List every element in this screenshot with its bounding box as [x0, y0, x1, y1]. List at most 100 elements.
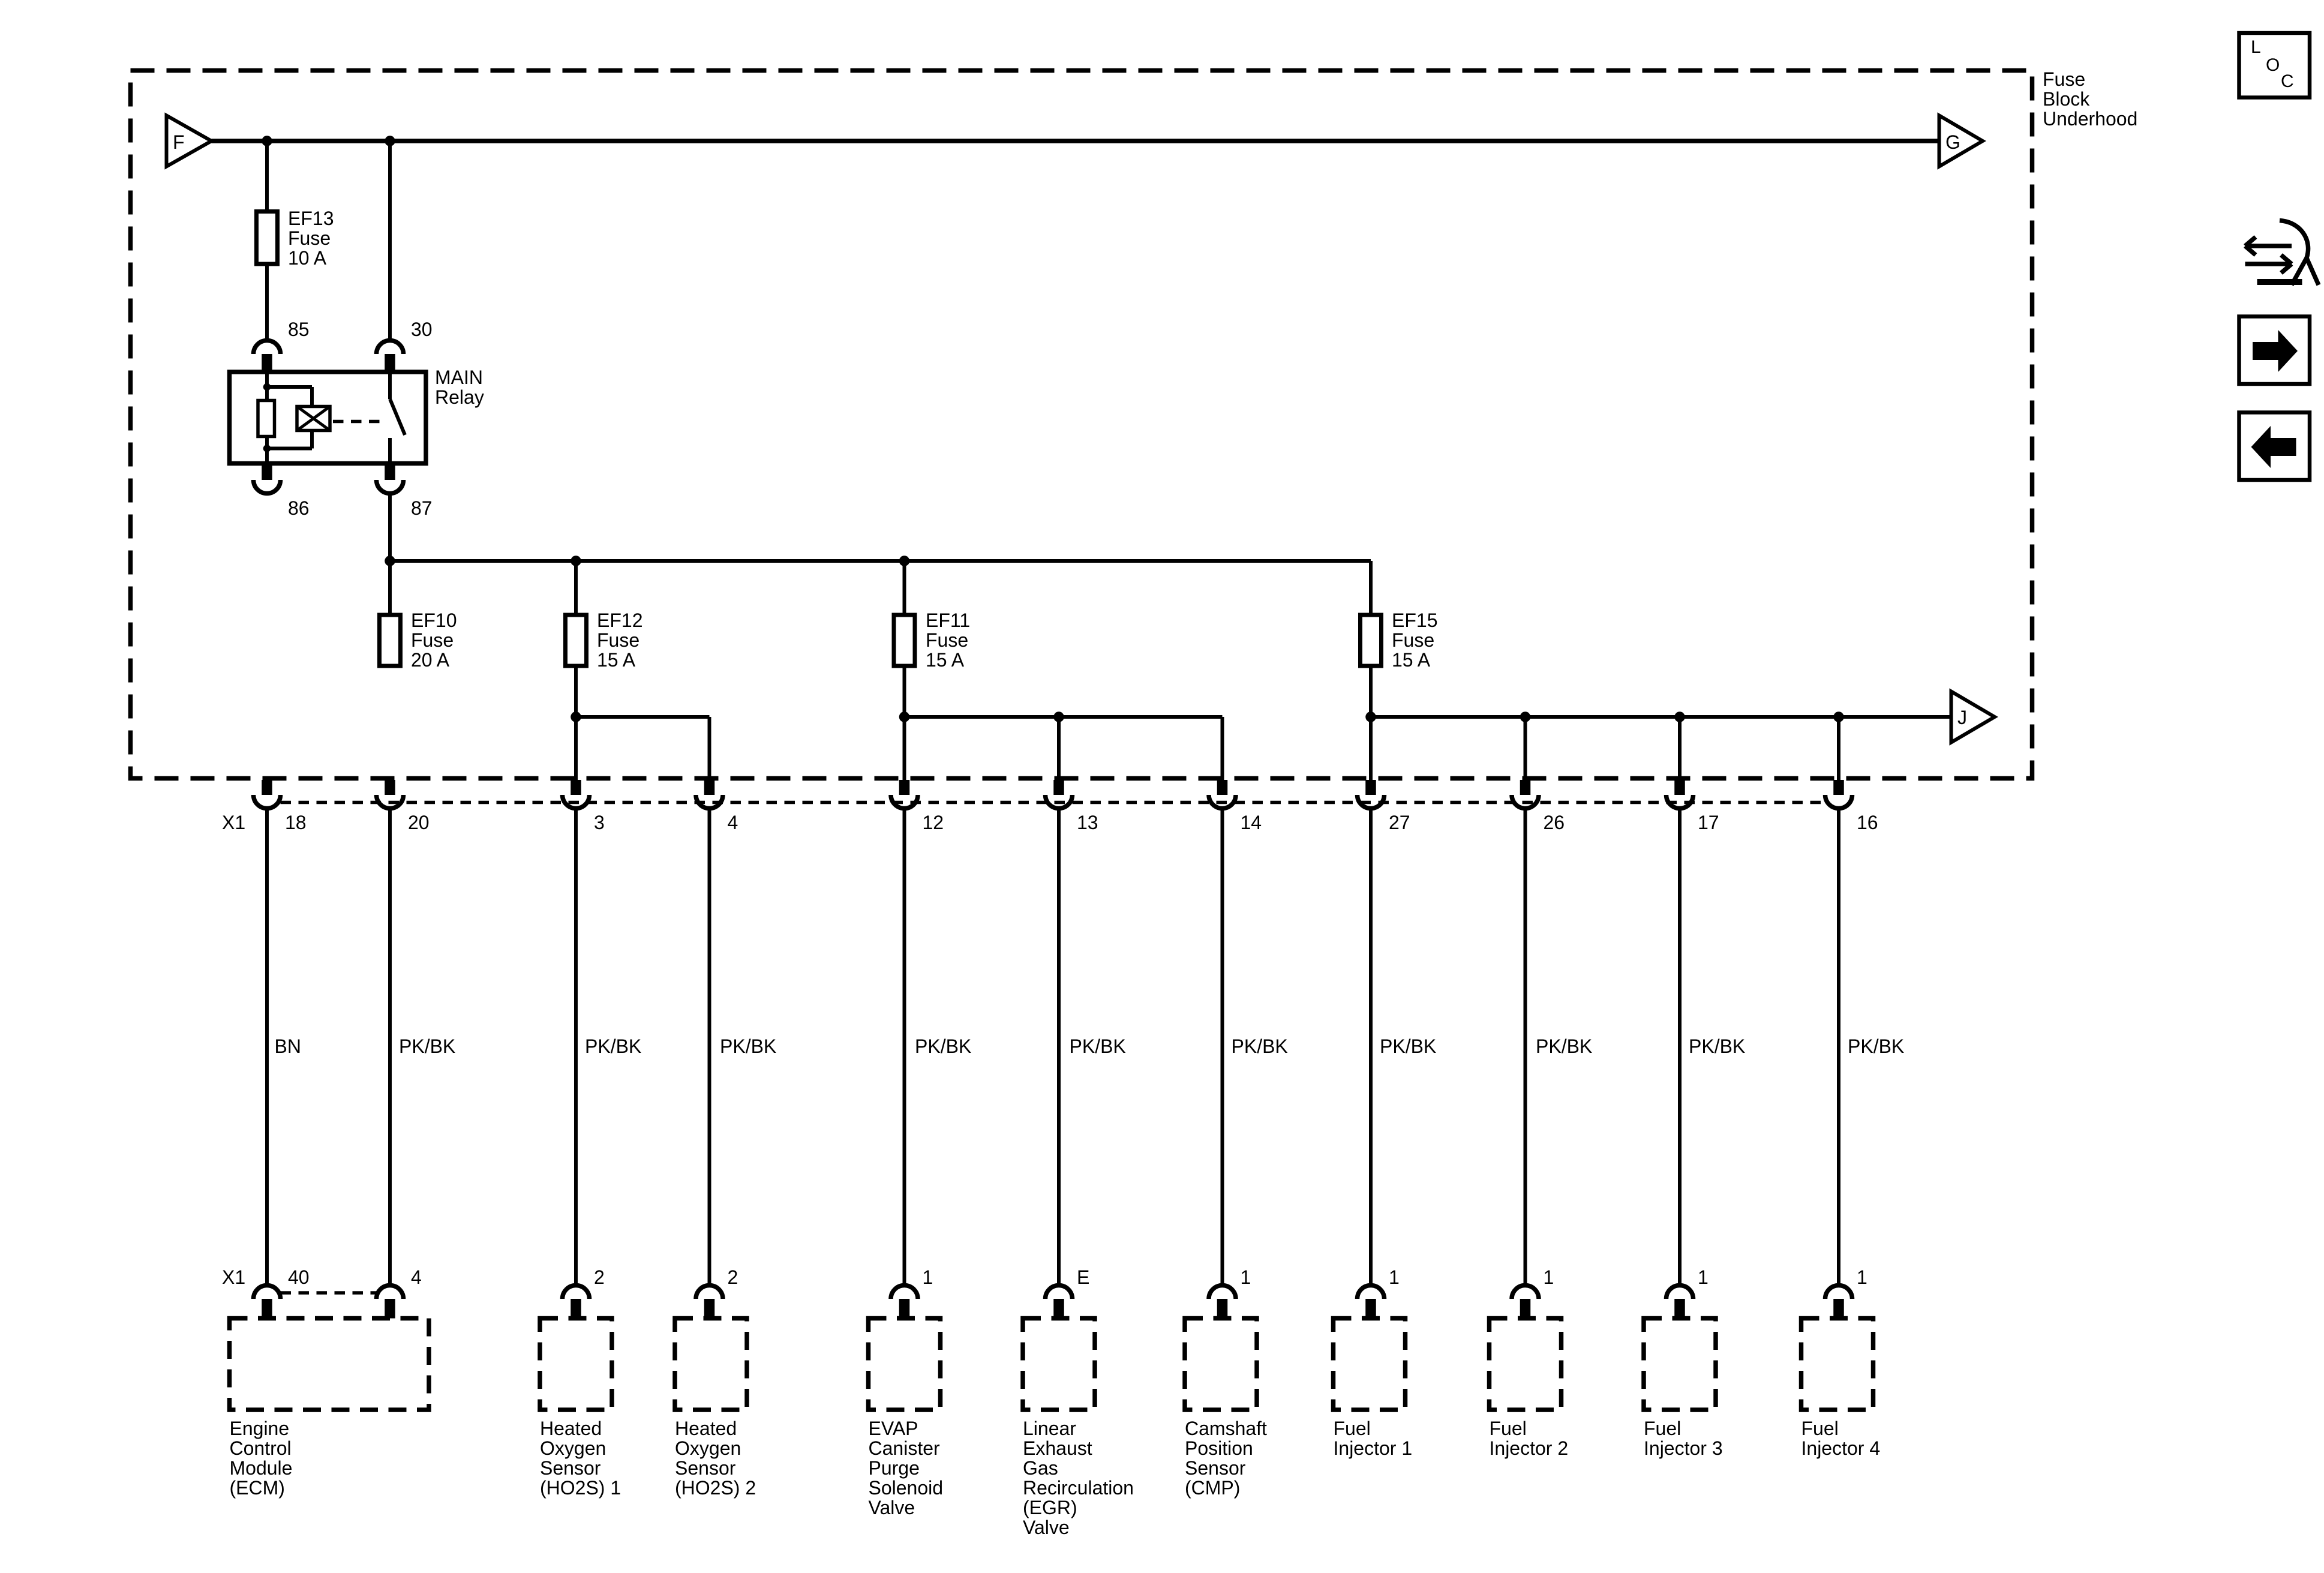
- component-pin-label: 1: [1698, 1266, 1709, 1288]
- terminal: [888, 794, 920, 811]
- component-box: [227, 1316, 431, 1412]
- fuse-ef10-label: EF10 Fuse 20 A: [411, 610, 462, 671]
- splice: [1365, 712, 1376, 722]
- offpage-label-f: F: [173, 131, 185, 153]
- terminal: [888, 1283, 920, 1299]
- terminal: [1822, 794, 1855, 811]
- wire-color-label: PK/BK: [720, 1035, 776, 1057]
- component-box: [866, 1316, 943, 1412]
- next-arrow: [2253, 330, 2298, 372]
- fuse-block-boundary: [128, 68, 2035, 781]
- terminal: [1822, 1283, 1855, 1299]
- relay-pin-30: 30: [411, 319, 433, 340]
- wire-color-label: PK/BK: [1380, 1035, 1436, 1057]
- terminal: [693, 794, 725, 811]
- prev-page-icon[interactable]: [2237, 410, 2312, 482]
- loc-letter-c: C: [2281, 71, 2294, 91]
- terminal: [251, 479, 283, 496]
- ecm-pin-4: 4: [411, 1266, 422, 1288]
- wire-color-label: PK/BK: [1070, 1035, 1126, 1057]
- fuse-ef15-symbol: [1358, 613, 1383, 668]
- splice: [385, 556, 395, 566]
- block-pin-label: 4: [728, 812, 738, 833]
- splice: [571, 712, 581, 722]
- relay-switch: [388, 398, 407, 436]
- offpage-label-j: J: [1957, 707, 1967, 728]
- relay-resistor: [256, 398, 277, 439]
- prev-arrow: [2251, 426, 2296, 468]
- component-box: [672, 1316, 749, 1412]
- relay-pin-85: 85: [288, 319, 310, 340]
- terminal: [1355, 1283, 1387, 1299]
- offpage-connector-g: [1937, 112, 1986, 170]
- component-pin-label: 1: [1389, 1266, 1400, 1288]
- block-pin-label: 12: [923, 812, 944, 833]
- fuse-ef15-label: EF15 Fuse 15 A: [1392, 610, 1443, 671]
- fuse-ef13-label: EF13 Fuse 10 A: [288, 208, 339, 269]
- component-pin-label: 1: [1857, 1266, 1867, 1288]
- offpage-label-g: G: [1945, 131, 1960, 153]
- wire-color-label: PK/BK: [1536, 1035, 1592, 1057]
- component-box: [1641, 1316, 1718, 1412]
- wrench-arrows-icon[interactable]: [2244, 218, 2321, 286]
- relay-coil-icon: [295, 404, 332, 433]
- relay-pin-86: 86: [288, 497, 310, 519]
- terminal: [374, 1283, 406, 1299]
- terminal: [1206, 1283, 1238, 1299]
- terminal: [693, 1283, 725, 1299]
- wire-color-label: BN: [275, 1035, 301, 1057]
- fuse-ef11-symbol: [891, 613, 917, 668]
- component-pin-label: 2: [728, 1266, 738, 1288]
- component-pin-label: 1: [923, 1266, 933, 1288]
- block-pin-label: 26: [1544, 812, 1565, 833]
- block-pin-label: 20: [408, 812, 430, 833]
- loc-letter-o: O: [2266, 55, 2280, 75]
- ecm-pin-40: 40: [288, 1266, 310, 1288]
- wire-color-label: PK/BK: [1689, 1035, 1745, 1057]
- fuse-ef12-symbol: [563, 613, 588, 668]
- splice: [1053, 712, 1064, 722]
- block-connector-name: X1: [222, 812, 245, 833]
- terminal: [1664, 1283, 1696, 1299]
- component-box: [538, 1316, 614, 1412]
- ecm-connector-name: X1: [222, 1266, 245, 1288]
- block-pin-label: 17: [1698, 812, 1719, 833]
- block-pin-label: 18: [285, 812, 307, 833]
- wire-color-label: PK/BK: [585, 1035, 641, 1057]
- component-box: [1798, 1316, 1876, 1412]
- wire-color-label: PK/BK: [1848, 1035, 1904, 1057]
- terminal: [251, 338, 283, 355]
- terminal: [1664, 794, 1696, 811]
- terminal: [1509, 1283, 1541, 1299]
- block-pin-label: 16: [1857, 812, 1878, 833]
- component-box: [1182, 1316, 1259, 1412]
- wire-color-label: PK/BK: [399, 1035, 455, 1057]
- offpage-connector-j: [1949, 688, 1998, 746]
- block-pin-label: 14: [1241, 812, 1262, 833]
- splice: [899, 712, 910, 722]
- loc-letter-l: L: [2251, 37, 2261, 57]
- block-pin-label: 3: [594, 812, 605, 833]
- loc-icon[interactable]: [2237, 31, 2312, 100]
- component-box: [1487, 1316, 1564, 1412]
- component-box: [1020, 1316, 1097, 1412]
- fuse-ef12-label: EF12 Fuse 15 A: [597, 610, 648, 671]
- component-pin-label: 2: [594, 1266, 605, 1288]
- component-box: [1331, 1316, 1408, 1412]
- fuse-ef13-symbol: [254, 209, 280, 266]
- wire-color-label: PK/BK: [1232, 1035, 1288, 1057]
- next-page-icon[interactable]: [2237, 314, 2312, 386]
- fuse-ef11-label: EF11 Fuse 15 A: [926, 610, 975, 671]
- relay-coil: [296, 405, 331, 432]
- main-relay-body: [227, 370, 428, 466]
- wire-group: [227, 780, 1876, 1412]
